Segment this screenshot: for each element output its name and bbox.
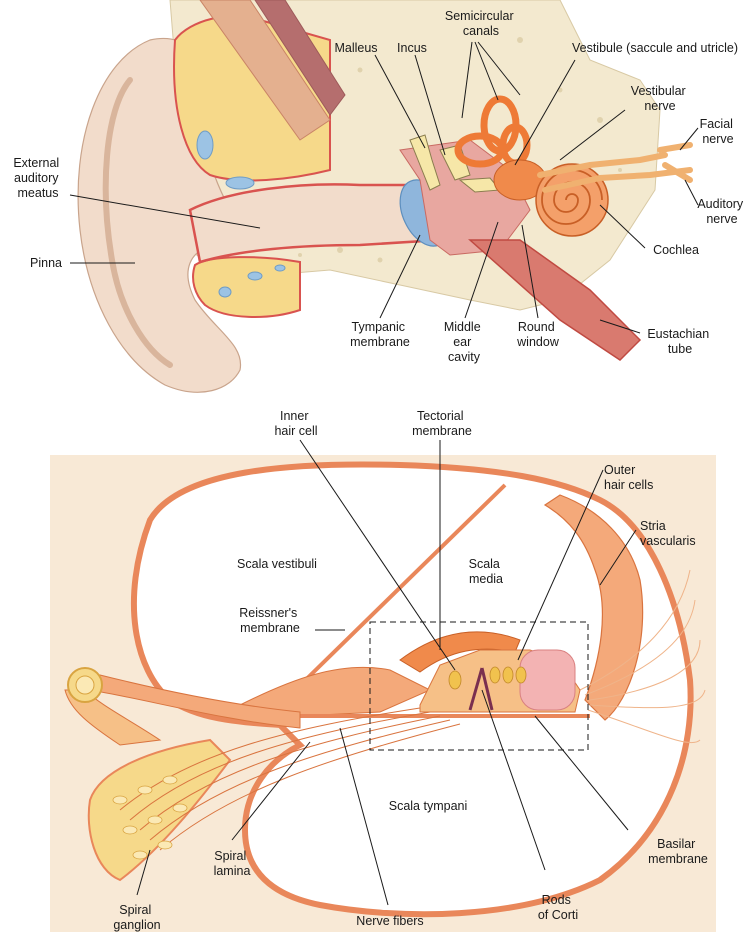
label-scala-media: Scala media: [469, 557, 504, 586]
label-pinna: Pinna: [30, 256, 62, 270]
label-spiral-ganglion: Spiral ganglion: [113, 903, 160, 932]
label-spiral-lamina: Spiral lamina: [214, 849, 251, 878]
label-facial-nerve: Facial nerve: [700, 117, 737, 146]
label-tympanic-membrane: Tympanic membrane: [350, 320, 410, 349]
label-cochlea: Cochlea: [653, 243, 699, 257]
label-scala-tympani: Scala tympani: [389, 799, 468, 813]
cochlea-cross-section: [65, 464, 705, 914]
label-malleus: Malleus: [334, 41, 377, 55]
label-vestibule: Vestibule (saccule and utricle): [572, 41, 738, 55]
label-external-auditory-meatus: External auditory meatus: [13, 156, 62, 200]
label-rods-of-corti: Rods of Corti: [538, 893, 578, 922]
label-nerve-fibers: Nerve fibers: [356, 914, 423, 928]
label-auditory-nerve: Auditory nerve: [697, 197, 746, 226]
label-round-window: Round window: [516, 320, 560, 349]
label-tectorial-membrane: Tectorial membrane: [412, 409, 472, 438]
label-reissners-membrane: Reissner's membrane: [239, 606, 300, 635]
label-scala-vestibuli: Scala vestibuli: [237, 557, 317, 571]
label-middle-ear-cavity: Middle ear cavity: [444, 320, 484, 364]
label-incus: Incus: [397, 41, 427, 55]
hensen-cells: [520, 650, 575, 710]
nerve-trunk-core: [76, 676, 94, 694]
label-inner-hair-cell: Inner hair cell: [274, 409, 317, 438]
label-eustachian-tube: Eustachian tube: [647, 327, 712, 356]
